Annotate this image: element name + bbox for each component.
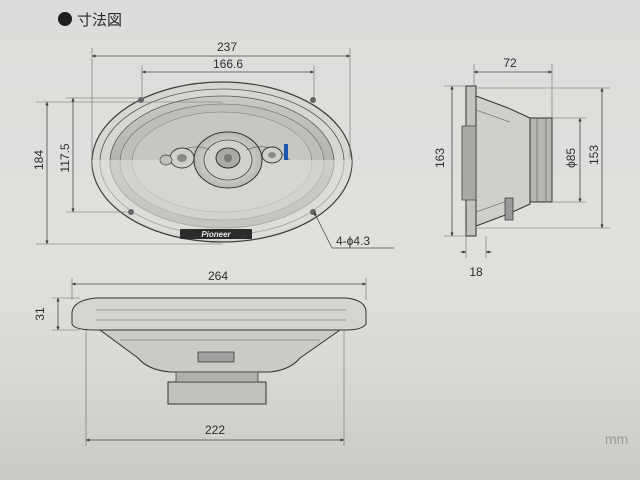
dim-side-height: 163 <box>433 148 447 168</box>
top-flange <box>71 297 367 331</box>
brand-logo-plate <box>180 229 252 239</box>
dim-side-depth: 72 <box>503 56 517 70</box>
blue-accent <box>284 144 288 160</box>
brand-logo: Pioneer <box>201 230 231 239</box>
dim-top-bottom-width: 222 <box>205 423 225 437</box>
top-dimensions: 264 31 222 <box>33 269 367 446</box>
dim-front-hole-width: 166.6 <box>213 57 243 71</box>
dim-front-width: 237 <box>217 40 237 54</box>
mounting-hole <box>128 209 134 215</box>
dim-side-frame-height: 153 <box>587 145 601 165</box>
mounting-hole <box>138 97 144 103</box>
front-view: Pioneer <box>91 81 353 243</box>
side-basket <box>475 95 531 227</box>
front-dimensions: 237 166.6 184 117.5 4-ϕ4.3 <box>32 40 394 249</box>
top-basket <box>98 329 342 373</box>
dim-side-magnet: ϕ85 <box>564 148 578 168</box>
top-view <box>71 297 367 405</box>
bullet-icon <box>58 12 72 26</box>
side-magnet <box>529 117 553 203</box>
side-terminal <box>504 197 514 221</box>
side-dimensions: 72 163 ϕ85 153 18 <box>433 56 610 279</box>
page-title: 寸法図 <box>77 11 122 29</box>
dim-side-flange: 18 <box>469 265 483 279</box>
top-magnet <box>167 381 267 405</box>
dim-front-hole-height: 117.5 <box>58 143 72 172</box>
mounting-hole <box>310 97 316 103</box>
dim-top-width: 264 <box>208 269 228 283</box>
dim-front-height: 184 <box>32 150 46 170</box>
unit-label: mm <box>605 431 628 447</box>
title-block: 寸法図 <box>58 11 122 29</box>
dim-top-flange: 31 <box>33 307 47 321</box>
dim-mounting-holes: 4-ϕ4.3 <box>336 234 370 248</box>
side-view <box>461 85 553 237</box>
